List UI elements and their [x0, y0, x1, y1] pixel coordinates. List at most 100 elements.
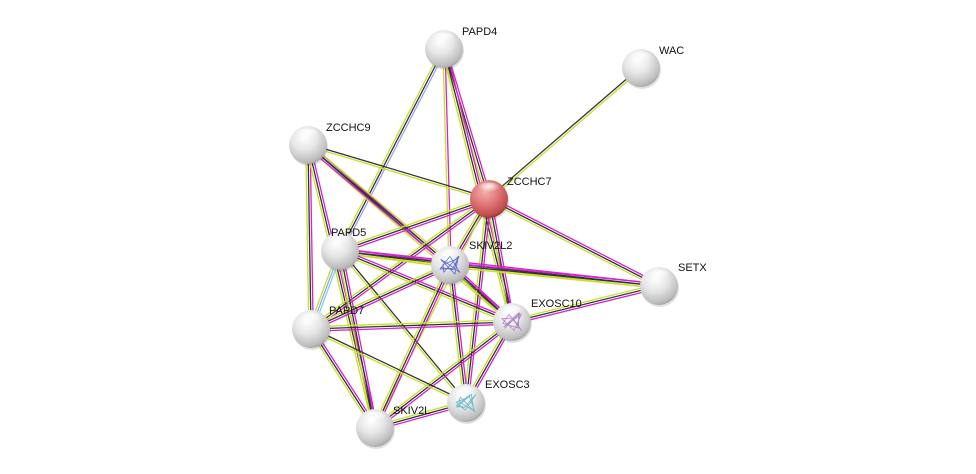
evidence-line-experiments [340, 248, 514, 321]
edge-skiv2l2-papd7[interactable] [309, 262, 452, 332]
edge-zcchc9-zcchc7[interactable] [307, 143, 490, 201]
node-label: EXOSC3 [485, 379, 530, 391]
node-label: PAPD5 [331, 227, 366, 239]
evidence-line-textmining [374, 198, 490, 429]
node-setx[interactable]: SETX [640, 262, 707, 307]
evidence-line-textmining [310, 329, 466, 405]
evidence-line-coexpression [310, 328, 376, 429]
evidence-line-textmining [489, 68, 643, 201]
evidence-line-coexpression [374, 321, 513, 429]
evidence-line-textmining [338, 252, 512, 325]
evidence-line-homology [341, 49, 447, 253]
edges-layer [305, 47, 661, 431]
edge-papd4-papd5[interactable] [337, 47, 447, 253]
evidence-line-textmining [511, 283, 659, 321]
evidence-line-textmining [373, 319, 512, 427]
evidence-line-experiments [451, 264, 469, 403]
evidence-line-coexpression [449, 264, 660, 287]
node-papd7[interactable]: PAPD7 [292, 305, 364, 350]
edge-zcchc7-exosc10[interactable] [486, 198, 515, 323]
edge-papd5-exosc10[interactable] [338, 248, 514, 325]
edge-setx-exosc10[interactable] [511, 283, 660, 325]
evidence-line-coexpression [449, 264, 467, 404]
evidence-line-textmining [487, 200, 659, 289]
edge-zcchc9-papd7[interactable] [305, 144, 314, 330]
sphere-highlight [477, 182, 501, 195]
edge-skiv2l2-setx[interactable] [449, 262, 660, 289]
edge-papd5-skiv2l[interactable] [337, 250, 378, 429]
evidence-line-experiments [311, 266, 452, 332]
node-papd4[interactable]: PAPD4 [425, 26, 497, 70]
edge-wac-zcchc7[interactable] [487, 66, 643, 201]
edge-zcchc7-setx[interactable] [487, 196, 661, 289]
sphere-highlight [629, 51, 653, 64]
node-wac[interactable]: WAC [622, 45, 684, 89]
evidence-line-textmining [309, 196, 489, 328]
evidence-line-textmining [441, 49, 488, 200]
evidence-line-experiments [309, 144, 314, 329]
evidence-line-experiments [445, 48, 492, 199]
evidence-line-experiments [341, 250, 378, 428]
sphere-highlight [647, 269, 671, 282]
evidence-line-coexpression [311, 327, 467, 403]
edge-skiv2l2-skiv2l[interactable] [372, 263, 453, 430]
evidence-line-experiments [340, 200, 490, 254]
edge-papd7-skiv2l[interactable] [308, 327, 378, 430]
evidence-line-textmining [310, 319, 512, 328]
edge-zcchc7-papd7[interactable] [309, 196, 491, 332]
evidence-line-coexpression [465, 198, 490, 404]
evidence-line-experiments [375, 323, 514, 431]
node-papd5[interactable]: PAPD5 [321, 227, 366, 272]
edge-zcchc7-skiv2l[interactable] [374, 198, 490, 429]
node-exosc10[interactable]: EXOSC10 [493, 298, 582, 343]
evidence-line-coexpression [310, 264, 451, 330]
evidence-line-textmining [305, 145, 374, 429]
edge-exosc10-papd7[interactable] [310, 319, 513, 332]
node-skiv2l[interactable]: SKIV2L [356, 405, 430, 449]
sphere-highlight [299, 312, 323, 325]
evidence-line-textmining [337, 251, 374, 429]
evidence-line-textmining [372, 263, 449, 428]
evidence-line-coexpression [488, 198, 660, 287]
node-label: ZCCHC9 [326, 122, 371, 134]
sphere-highlight [432, 32, 456, 45]
node-skiv2l2[interactable]: SKIV2L2 [431, 240, 512, 286]
evidence-line-textmining [307, 145, 489, 201]
sphere-highlight [500, 305, 524, 318]
evidence-line-experiments [489, 196, 661, 285]
edge-skiv2l2-exosc3[interactable] [447, 264, 469, 404]
node-zcchc9[interactable]: ZCCHC9 [289, 122, 371, 166]
edge-zcchc7-papd5[interactable] [339, 196, 490, 254]
evidence-line-textmining [486, 199, 511, 323]
evidence-line-experiments [512, 287, 660, 325]
evidence-line-coexpression [339, 48, 445, 252]
edge-papd4-zcchc7[interactable] [441, 48, 492, 200]
node-zcchc7[interactable]: ZCCHC7 [470, 176, 552, 220]
node-label: EXOSC10 [531, 298, 582, 310]
evidence-line-coexpression [308, 143, 490, 199]
evidence-line-coexpression [374, 264, 451, 429]
node-label: SETX [678, 262, 707, 274]
evidence-line-coexpression [487, 66, 641, 199]
evidence-line-experiments [376, 265, 453, 430]
protein-structure-icon [501, 311, 523, 332]
evidence-line-coexpression [443, 48, 490, 200]
edge-zcchc7-exosc3[interactable] [463, 198, 492, 404]
evidence-line-experiments [311, 200, 491, 332]
edge-papd7-exosc3[interactable] [310, 327, 467, 405]
evidence-line-coexpression [339, 250, 513, 323]
evidence-line-experiments [444, 48, 452, 265]
evidence-line-textmining [463, 198, 488, 403]
edge-exosc10-skiv2l[interactable] [373, 319, 514, 431]
evidence-line-coexpression [511, 285, 660, 323]
evidence-line-coexpression [339, 250, 376, 429]
node-label: SKIV2L2 [469, 240, 512, 252]
sphere-highlight [328, 234, 352, 247]
evidence-line-experiments [467, 199, 492, 404]
evidence-line-textmining [339, 196, 489, 250]
node-label: PAPD4 [462, 26, 497, 38]
node-exosc3[interactable]: EXOSC3 [447, 379, 530, 424]
evidence-line-textmining [337, 47, 443, 251]
